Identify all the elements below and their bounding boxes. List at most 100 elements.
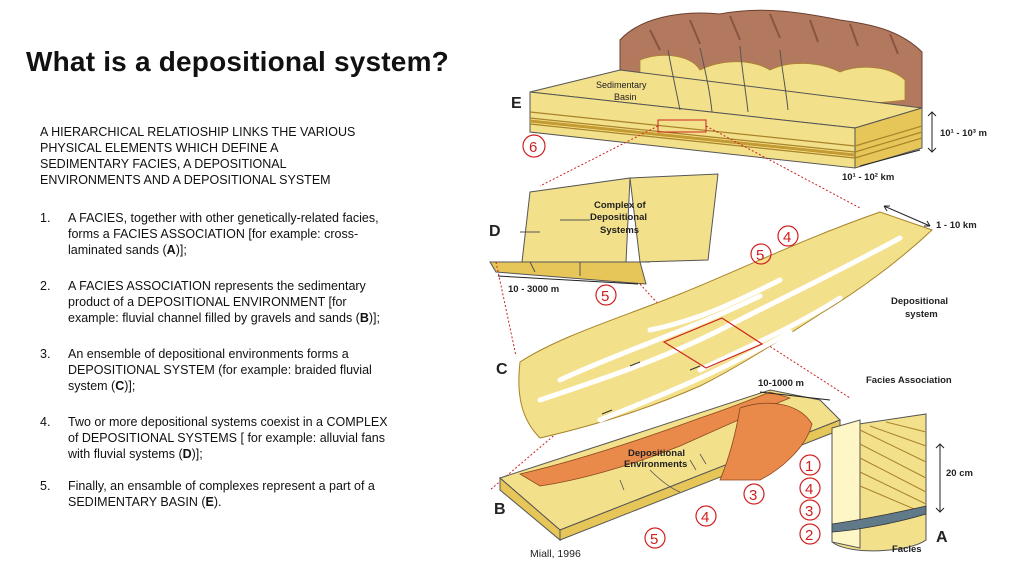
scale-channel-width: 10-1000 m (758, 378, 804, 389)
basin-rivers (667, 45, 789, 113)
channel-block (499, 389, 841, 542)
label-depenv-1: Depositional (628, 448, 685, 459)
complex-steps (520, 219, 650, 276)
intro-line: SEDIMENTARY FACIES, A DEPOSITIONAL (40, 157, 287, 171)
circled-number-text: 1 (805, 458, 813, 475)
label-depsys-2: system (905, 309, 938, 320)
circled-number-text: 6 (529, 139, 537, 156)
scale-complex-width: 10 - 3000 m (508, 284, 559, 295)
circled-number (743, 483, 765, 505)
label-sedimentary-2: Basin (614, 92, 637, 102)
basin-thickness-bracket (927, 111, 937, 153)
complex-front-slab (489, 261, 647, 285)
label-complex-1: Complex of (594, 200, 647, 211)
system-width-arrow (883, 205, 931, 227)
circled-number-text: 2 (805, 527, 813, 544)
label-facies-association: Facies Association (866, 375, 952, 386)
circled-number-text: 5 (650, 531, 658, 548)
list-line: laminated sands (A)]; (68, 243, 187, 257)
list-line: of DEPOSITIONAL SYSTEMS [ for example: a… (68, 431, 386, 445)
circled-number-text: 5 (756, 247, 764, 264)
facies-laminae (859, 421, 927, 515)
label-sedimentary-1: Sedimentary (596, 80, 647, 90)
facies-thickness-bracket (935, 443, 945, 513)
letter-a: A (936, 529, 948, 546)
channel-point-bar (719, 402, 813, 481)
list-line: Two or more depositional systems coexist… (68, 415, 388, 429)
intro-line: ENVIRONMENTS AND A DEPOSITIONAL SYSTEM (40, 173, 331, 187)
letter-d: D (489, 223, 501, 240)
list-line: example: fluvial channel filled by grave… (68, 311, 380, 325)
circled-number (750, 243, 772, 265)
circled-number (777, 225, 799, 247)
braided-flow-arrows (601, 361, 701, 415)
list-line: product of a DEPOSITIONAL ENVIRONMENT [f… (68, 295, 347, 309)
list-text: Two or more depositional systems coexist… (68, 414, 438, 462)
facies-core (831, 413, 945, 552)
scale-basin-thickness: 10¹ - 10³ m (940, 128, 987, 139)
circled-number (522, 134, 546, 158)
complex-dim-line (497, 275, 639, 285)
label-depsys-1: Depositional (891, 296, 948, 307)
circled-number (799, 499, 821, 521)
circled-number-text: 5 (601, 288, 609, 305)
depositional-hierarchy-diagram: E D C B A Sedimentary Basin Complex of D… (489, 9, 987, 555)
list-line: DEPOSITIONAL SYSTEM (for example: braide… (68, 363, 372, 377)
braided-system (518, 205, 933, 439)
list-line: Finally, an ensamble of complexes repres… (68, 479, 375, 493)
intro-line: A HIERARCHICAL RELATIOSHIP LINKS THE VAR… (40, 125, 356, 139)
channel-orange-bar (518, 391, 792, 487)
channel-width-line (759, 391, 831, 401)
list-line: forms a FACIES ASSOCIATION [for example:… (68, 227, 359, 241)
label-facies: Facies (892, 544, 922, 555)
circled-number (799, 454, 821, 476)
braided-zoom-box (662, 317, 764, 369)
label-complex-2: Depositional (590, 212, 647, 223)
circled-number-text: 3 (805, 503, 813, 520)
facies-core-front (831, 419, 861, 549)
circled-number-text: 4 (701, 509, 709, 526)
basin-ridge-texture (649, 13, 899, 55)
circled-number (644, 527, 666, 549)
circled-number-text: 4 (805, 481, 813, 498)
circled-number (595, 284, 617, 306)
list-number: 4. (40, 415, 51, 429)
circled-number (695, 505, 717, 527)
letter-c: C (496, 361, 508, 378)
scale-basin-width: 10¹ - 10² km (842, 172, 894, 183)
letter-b: B (494, 501, 506, 518)
list-line: with fluvial systems (D)]; (68, 447, 203, 461)
list-number: 5. (40, 479, 51, 493)
list-number: 3. (40, 347, 51, 361)
letter-e: E (511, 95, 522, 112)
label-complex-3: Systems (600, 225, 639, 236)
circled-numbers (522, 134, 821, 549)
list-text: A FACIES ASSOCIATION represents the sedi… (68, 278, 438, 326)
circled-number (799, 477, 821, 499)
basin-width-bracket (859, 149, 921, 167)
list-number: 1. (40, 211, 51, 225)
list-line: SEDIMENTARY BASIN (E). (68, 495, 222, 509)
list-text: Finally, an ensamble of complexes repres… (68, 478, 438, 510)
label-depenv-2: Environments (624, 459, 687, 470)
channel-sketch-lines (619, 453, 707, 493)
facies-gravel-band (831, 505, 927, 533)
citation: Miall, 1996 (530, 548, 581, 560)
slide-title: What is a depositional system? (26, 46, 449, 77)
list-number: 2. (40, 279, 51, 293)
list-line: A FACIES, together with other geneticall… (68, 211, 379, 225)
intro-line: PHYSICAL ELEMENTS WHICH DEFINE A (40, 141, 279, 155)
complex-right-top (629, 173, 719, 263)
circled-number (799, 523, 821, 545)
circled-number-text: 3 (749, 487, 757, 504)
list-line: An ensemble of depositional environments… (68, 347, 349, 361)
list-line: A FACIES ASSOCIATION represents the sedi… (68, 279, 366, 293)
list-text: A FACIES, together with other geneticall… (68, 210, 438, 258)
list-line: system (C)]; (68, 379, 136, 393)
braided-channels (537, 235, 903, 423)
intro-paragraph: A HIERARCHICAL RELATIOSHIP LINKS THE VAR… (40, 124, 440, 188)
scale-facies-thickness: 20 cm (946, 468, 973, 479)
scale-system-width: 1 - 10 km (936, 220, 977, 231)
basin-strata-dark (529, 119, 856, 157)
complex-block (489, 173, 719, 285)
